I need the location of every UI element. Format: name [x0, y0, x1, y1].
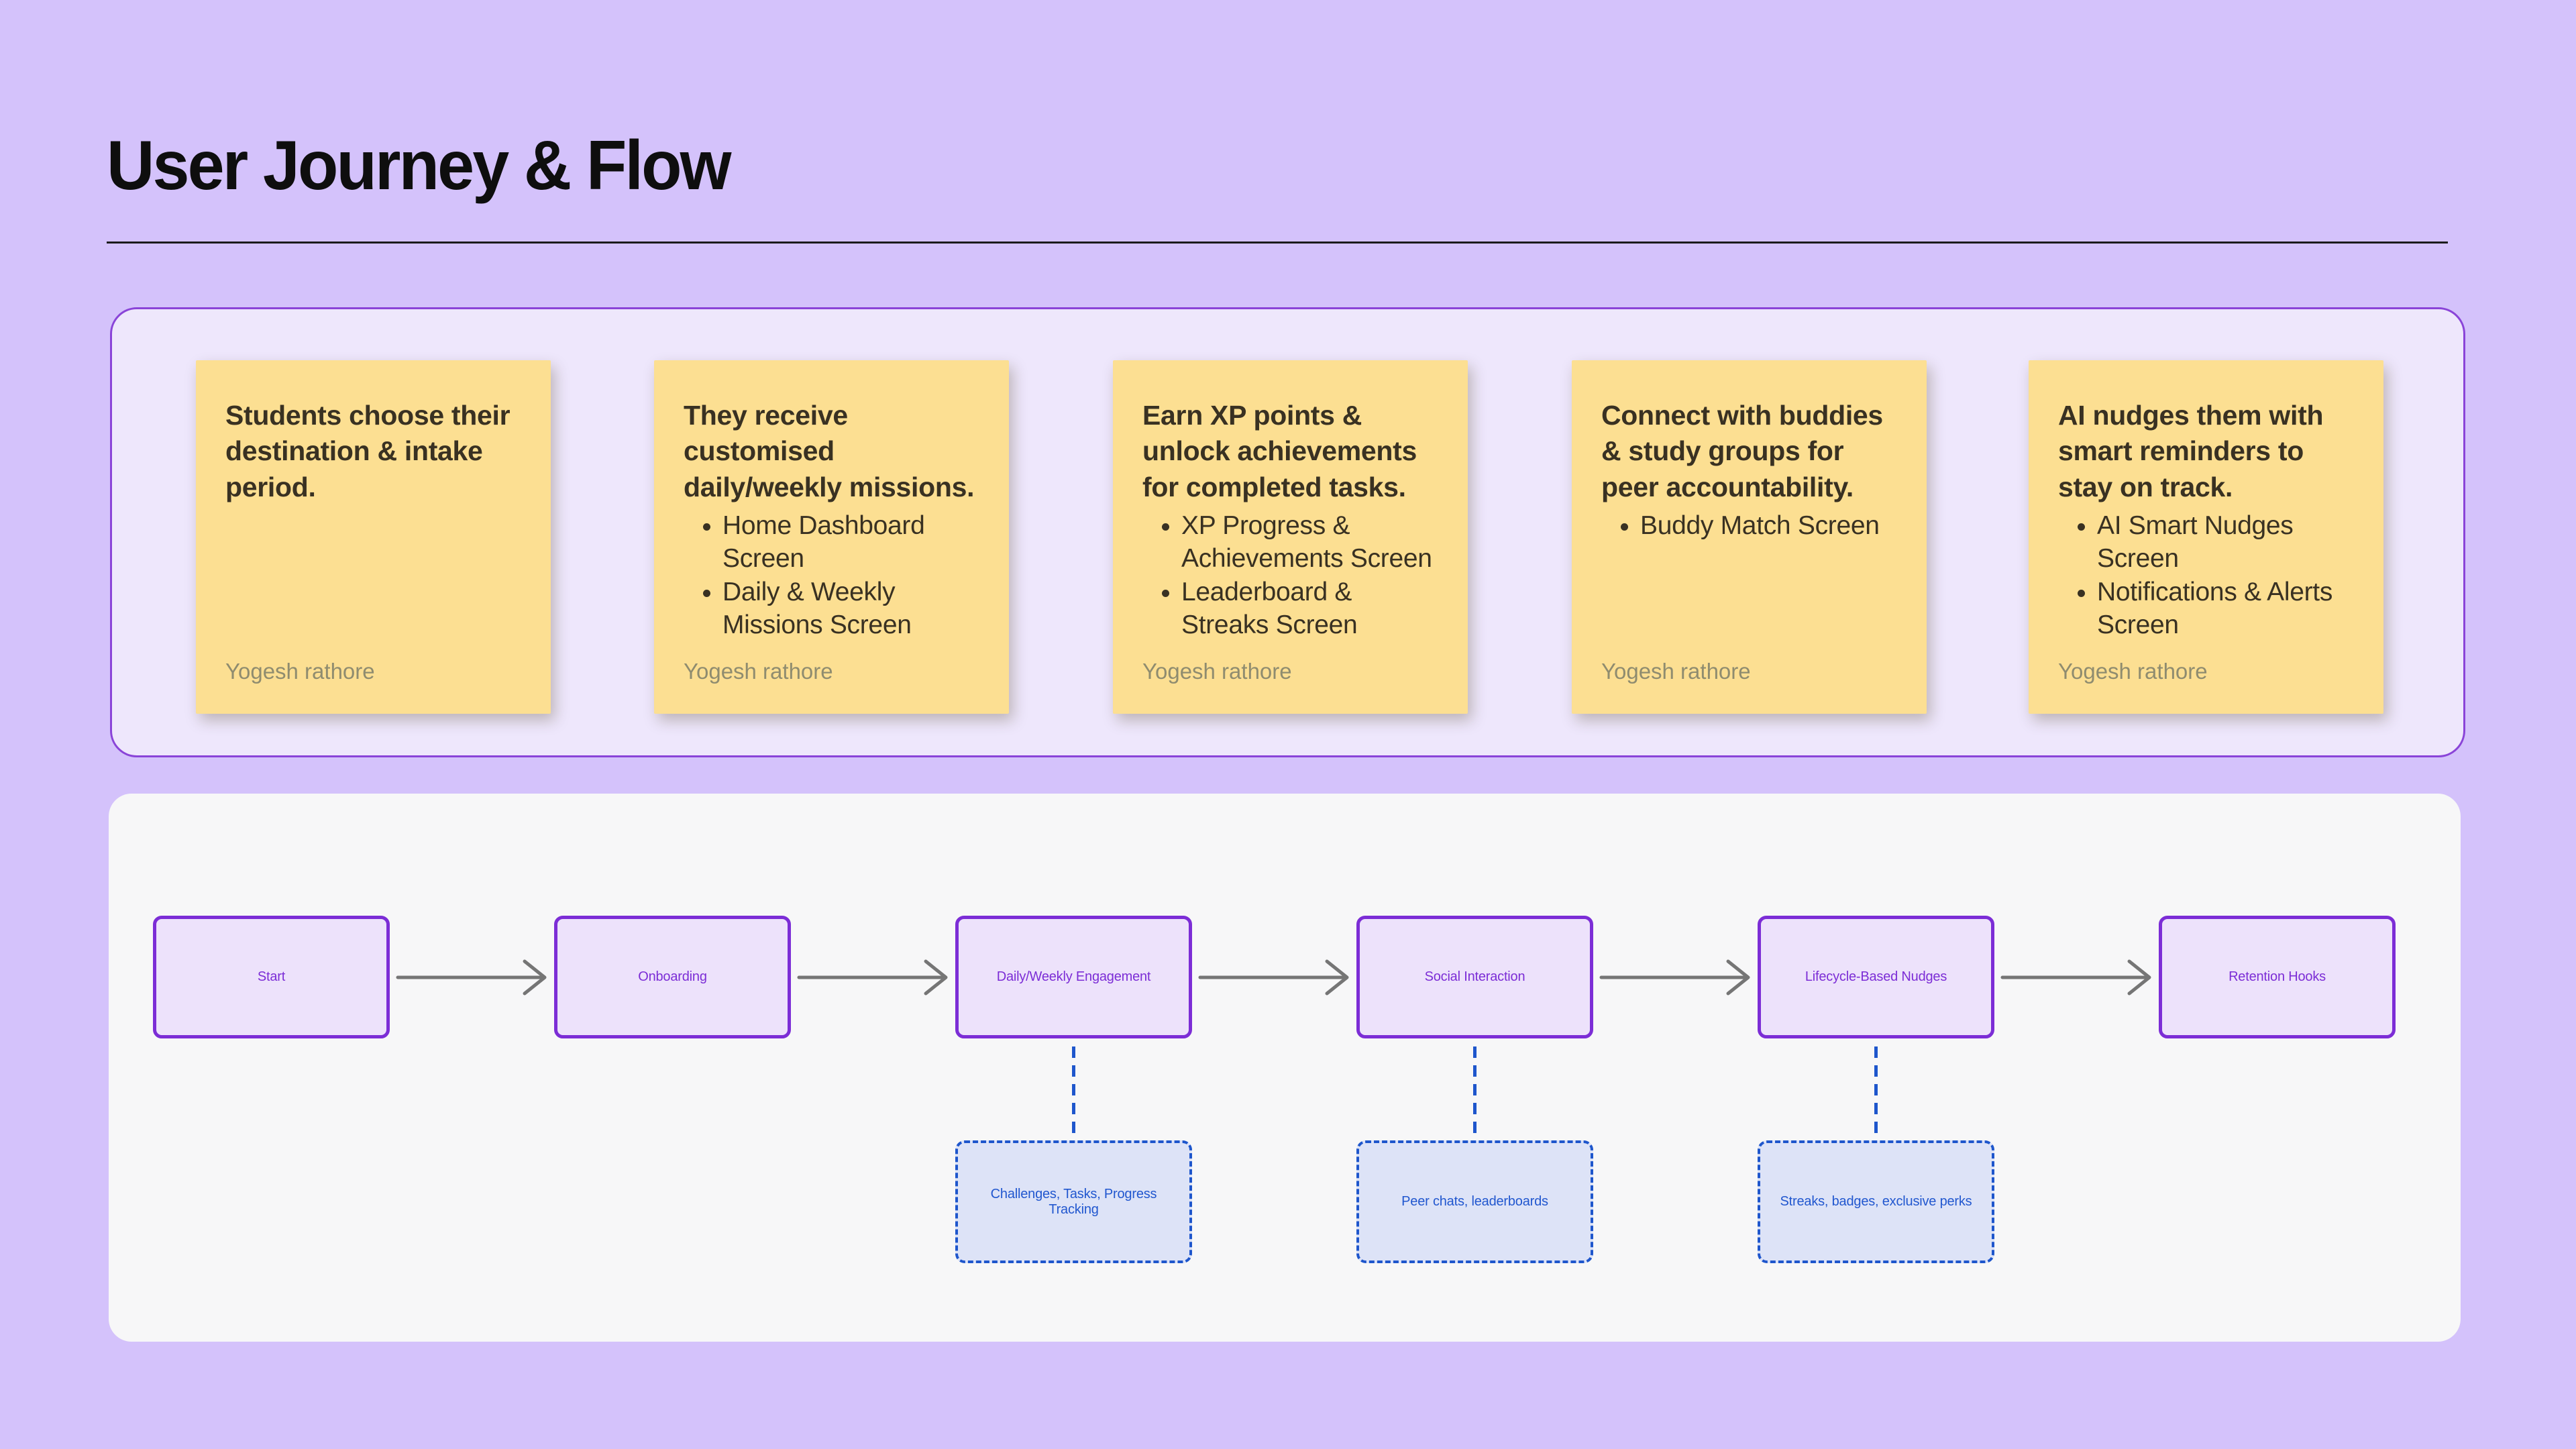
flow-node-label: Daily/Weekly Engagement [996, 969, 1151, 984]
note-bullet: Daily & Weekly Missions Screen [722, 576, 979, 642]
title-divider [107, 241, 2448, 244]
note-bullet: XP Progress & Achievements Screen [1181, 509, 1438, 576]
flow-subnode-streaks[interactable]: Streaks, badges, exclusive perks [1758, 1140, 1994, 1263]
flow-subnode-label: Streaks, badges, exclusive perks [1780, 1194, 1972, 1209]
note-author: Yogesh rathore [1142, 659, 1292, 684]
flow-subnode-label: Peer chats, leaderboards [1401, 1194, 1548, 1209]
flow-panel: Start Onboarding Daily/Weekly Engagement… [109, 794, 2461, 1342]
flow-node-label: Onboarding [638, 969, 707, 984]
note-author: Yogesh rathore [1601, 659, 1751, 684]
note-title: Earn XP points & unlock achievements for… [1142, 400, 1417, 502]
sticky-note-xp[interactable]: Earn XP points & unlock achievements for… [1113, 360, 1468, 714]
arrow-head [2127, 959, 2151, 996]
flow-node-onboarding[interactable]: Onboarding [554, 916, 791, 1038]
note-title: They receive customised daily/weekly mis… [684, 400, 975, 502]
note-author: Yogesh rathore [684, 659, 833, 684]
note-bullet: Buddy Match Screen [1640, 509, 1897, 543]
flow-node-retention-hooks[interactable]: Retention Hooks [2159, 916, 2396, 1038]
flow-connectors-svg [396, 959, 2151, 1140]
sticky-note-ai-nudges[interactable]: AI nudges them with smart reminders to s… [2029, 360, 2383, 714]
note-bullet: Home Dashboard Screen [722, 509, 979, 576]
note-bullet: AI Smart Nudges Screen [2097, 509, 2354, 576]
note-title: AI nudges them with smart reminders to s… [2058, 400, 2324, 502]
flow-node-label: Start [257, 969, 286, 984]
flow-subnode-label: Challenges, Tasks, Progress Tracking [990, 1186, 1157, 1217]
note-bullet-list: AI Smart Nudges Screen Notifications & A… [2058, 509, 2354, 642]
flow-node-label: Social Interaction [1424, 969, 1525, 984]
dashed-connector-group [1072, 1046, 1878, 1140]
flow-node-label: Retention Hooks [2229, 969, 2326, 984]
arrow-head [523, 959, 547, 996]
flow-node-label: Lifecycle-Based Nudges [1805, 969, 1947, 984]
flow-node-lifecycle-based-nudges[interactable]: Lifecycle-Based Nudges [1758, 916, 1994, 1038]
sticky-note-buddies[interactable]: Connect with buddies & study groups for … [1572, 360, 1927, 714]
flow-subnode-peer-chats[interactable]: Peer chats, leaderboards [1356, 1140, 1593, 1263]
flow-node-social-interaction[interactable]: Social Interaction [1356, 916, 1593, 1038]
note-bullet: Notifications & Alerts Screen [2097, 576, 2354, 642]
flow-node-start[interactable]: Start [153, 916, 390, 1038]
arrow-head [1726, 959, 1750, 996]
arrow-head [924, 959, 948, 996]
note-author: Yogesh rathore [225, 659, 375, 684]
note-bullet-list: Buddy Match Screen [1601, 509, 1897, 543]
note-title: Students choose their destination & inta… [225, 400, 511, 502]
flow-subnode-challenges[interactable]: Challenges, Tasks, Progress Tracking [955, 1140, 1192, 1263]
note-title: Connect with buddies & study groups for … [1601, 400, 1883, 502]
sticky-note-destination[interactable]: Students choose their destination & inta… [196, 360, 551, 714]
sticky-note-missions[interactable]: They receive customised daily/weekly mis… [654, 360, 1009, 714]
note-bullet: Leaderboard & Streaks Screen [1181, 576, 1438, 642]
page-title: User Journey & Flow [107, 127, 731, 205]
note-author: Yogesh rathore [2058, 659, 2208, 684]
arrow-head [1325, 959, 1349, 996]
note-bullet-list: Home Dashboard Screen Daily & Weekly Mis… [684, 509, 979, 642]
flow-node-daily-weekly-engagement[interactable]: Daily/Weekly Engagement [955, 916, 1192, 1038]
notes-panel: Students choose their destination & inta… [110, 307, 2465, 757]
note-bullet-list: XP Progress & Achievements Screen Leader… [1142, 509, 1438, 642]
